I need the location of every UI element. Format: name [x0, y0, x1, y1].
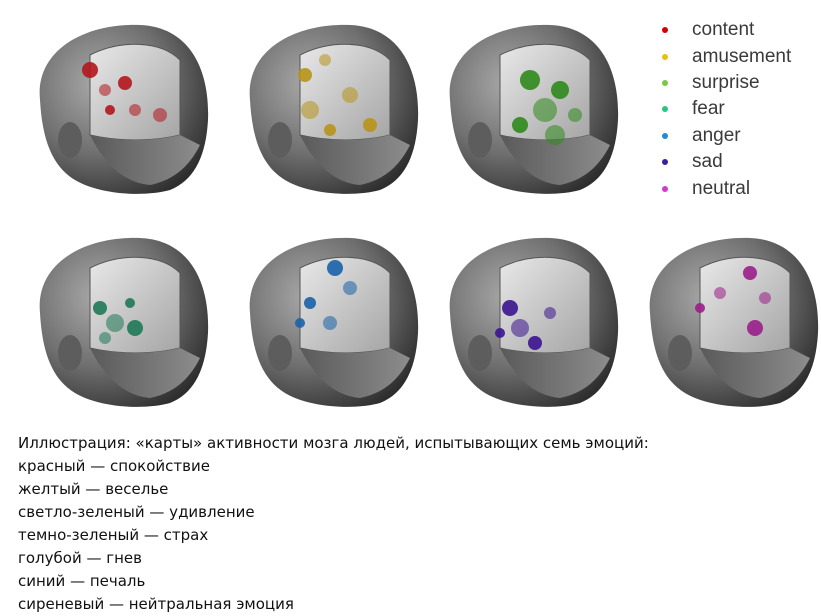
activation-blob-fear	[93, 301, 107, 315]
activation-blob-neutral	[747, 320, 763, 336]
activation-blob-surprise	[512, 117, 528, 133]
ear	[58, 122, 82, 158]
brain-sad	[449, 237, 619, 407]
activation-blob-content	[82, 62, 98, 78]
activation-blob-neutral	[695, 303, 705, 313]
activation-blob-content	[105, 105, 115, 115]
activation-blob-fear	[106, 314, 124, 332]
legend-dot-neutral	[662, 185, 668, 192]
activation-blob-amusement	[301, 101, 319, 119]
legend-label-amusement: amusement	[692, 45, 792, 67]
caption-yellow: желтый — веселье	[18, 480, 169, 498]
activation-blob-content	[153, 108, 167, 122]
brain-section	[699, 256, 791, 354]
caption-red: красный — спокойствие	[18, 457, 210, 475]
caption-blue: синий — печаль	[18, 572, 146, 590]
legend-item-amusement: amusement	[660, 43, 820, 69]
activation-blob-anger	[295, 318, 305, 328]
activation-blob-sad	[502, 300, 518, 316]
brain-neutral	[649, 237, 819, 407]
legend-item-sad: sad	[660, 149, 820, 175]
legend-label-surprise: surprise	[692, 71, 760, 93]
activation-blob-fear	[125, 298, 135, 308]
legend-item-content: content	[660, 17, 820, 43]
activation-blob-surprise	[520, 70, 540, 90]
activation-blob-sad	[528, 336, 542, 350]
activation-blob-sad	[495, 328, 505, 338]
face	[700, 348, 810, 398]
legend-item-surprise: surprise	[660, 70, 820, 96]
activation-blob-neutral	[714, 287, 726, 299]
legend-dot-anger	[662, 132, 668, 139]
ear	[668, 335, 692, 371]
activation-blob-surprise	[545, 125, 565, 145]
brain-anger	[249, 237, 419, 407]
brain-surprise	[449, 24, 619, 194]
ear	[58, 335, 82, 371]
activation-blob-sad	[544, 307, 556, 319]
activation-blob-anger	[304, 297, 316, 309]
activation-blob-sad	[511, 319, 529, 337]
legend-item-anger: anger	[660, 123, 820, 149]
legend-label-fear: fear	[692, 98, 725, 120]
face	[500, 135, 610, 185]
caption-intro: Иллюстрация: «карты» активности мозга лю…	[18, 434, 649, 452]
brain-section	[299, 256, 391, 354]
face	[90, 135, 200, 185]
caption-light-green: светло-зеленый — удивление	[18, 503, 255, 521]
face	[300, 348, 410, 398]
legend: content amusement surprise fear anger sa…	[660, 17, 820, 202]
activation-blob-amusement	[363, 118, 377, 132]
activation-blob-anger	[323, 316, 337, 330]
activation-blob-neutral	[759, 292, 771, 304]
legend-label-neutral: neutral	[692, 177, 751, 199]
activation-blob-surprise	[533, 98, 557, 122]
brain-amusement	[249, 24, 419, 194]
brain-section	[499, 43, 591, 141]
activation-blob-surprise	[568, 108, 582, 122]
figure-caption: Иллюстрация: «карты» активности мозга лю…	[18, 432, 808, 616]
ear	[468, 122, 492, 158]
activation-blob-amusement	[319, 54, 331, 66]
activation-blob-amusement	[324, 124, 336, 136]
activation-blob-fear	[127, 320, 143, 336]
legend-dot-surprise	[662, 79, 668, 86]
activation-blob-content	[99, 84, 111, 96]
legend-dot-fear	[662, 106, 668, 113]
activation-blob-content	[129, 104, 141, 116]
caption-lilac: сиреневый — нейтральная эмоция	[18, 595, 294, 613]
face	[300, 135, 410, 185]
caption-dark-green: темно-зеленый — страх	[18, 526, 209, 544]
legend-item-fear: fear	[660, 96, 820, 122]
brain-content	[39, 24, 209, 194]
face	[90, 348, 200, 398]
brain-activity-figure	[39, 24, 819, 407]
activation-blob-content	[118, 76, 132, 90]
activation-blob-surprise	[551, 81, 569, 99]
legend-label-sad: sad	[692, 151, 723, 173]
legend-label-anger: anger	[692, 124, 741, 146]
ear	[268, 335, 292, 371]
activation-blob-amusement	[298, 68, 312, 82]
caption-light-blue: голубой — гнев	[18, 549, 142, 567]
ear	[468, 335, 492, 371]
ear	[268, 122, 292, 158]
face	[500, 348, 610, 398]
legend-dot-amusement	[662, 53, 668, 60]
legend-label-content: content	[692, 19, 755, 41]
activation-blob-neutral	[743, 266, 757, 280]
activation-blob-fear	[99, 332, 111, 344]
legend-item-neutral: neutral	[660, 175, 820, 201]
legend-dot-sad	[662, 159, 668, 166]
activation-blob-anger	[343, 281, 357, 295]
legend-dot-content	[662, 27, 668, 34]
activation-blob-anger	[327, 260, 343, 276]
brain-fear	[39, 237, 209, 407]
activation-blob-amusement	[342, 87, 358, 103]
